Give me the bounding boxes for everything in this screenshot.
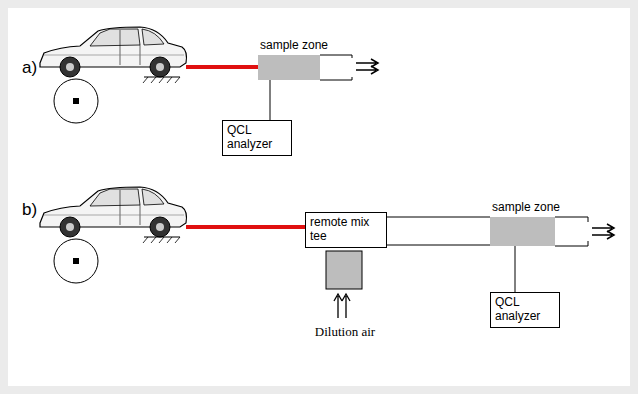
connector xyxy=(270,80,271,120)
sample-zone: sample zone xyxy=(490,217,555,246)
analyzer-box: QCL analyzer xyxy=(490,292,560,328)
flow-arrow xyxy=(592,224,614,239)
tailpipe xyxy=(186,225,305,229)
box-text: QCL analyzer xyxy=(227,123,287,151)
inlet-label: Dilution air xyxy=(314,324,376,339)
flow-arrow xyxy=(356,59,378,74)
panel-label: a) xyxy=(22,58,37,78)
car-on-dynamometer xyxy=(40,187,187,283)
connector xyxy=(387,217,490,245)
sample-zone: sample zone xyxy=(258,55,320,80)
box-text: QCL analyzer xyxy=(495,295,555,323)
air-arrow xyxy=(334,294,350,318)
panel-label: b) xyxy=(22,200,37,220)
pipe xyxy=(320,55,352,80)
tailpipe xyxy=(186,65,258,69)
zone-label: sample zone xyxy=(492,200,560,214)
zone-label: sample zone xyxy=(260,38,328,52)
analyzer-box: QCL analyzer xyxy=(222,120,292,156)
pipe xyxy=(555,217,588,246)
connector xyxy=(515,246,516,292)
car-on-dynamometer xyxy=(40,27,187,123)
mix-tee-box: remote mix tee xyxy=(305,212,387,248)
box-text: remote mix tee xyxy=(310,215,382,243)
dilution-inlet xyxy=(326,251,362,289)
